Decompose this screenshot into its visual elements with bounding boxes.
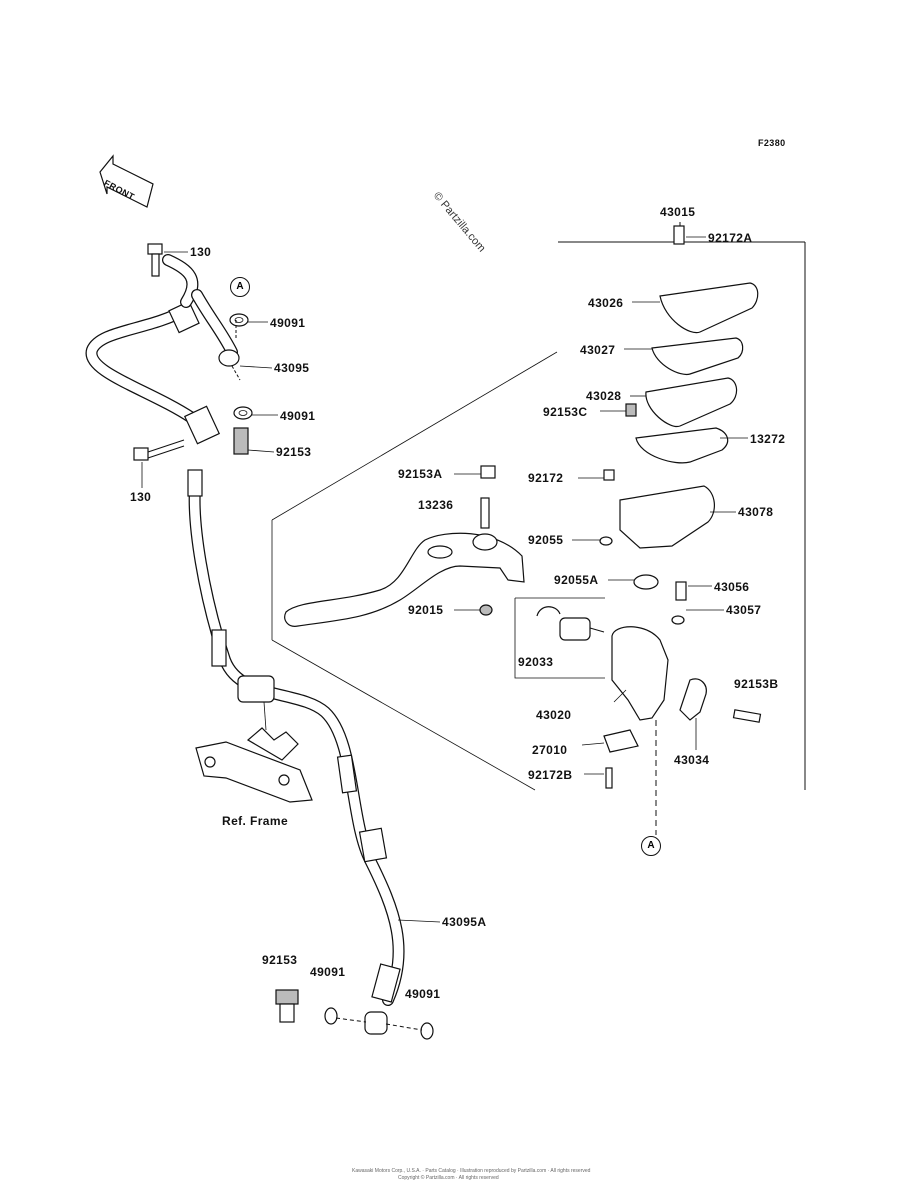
- label-92172: 92172: [528, 471, 564, 485]
- label-92055A: 92055A: [554, 573, 599, 587]
- label-92055: 92055: [528, 533, 564, 547]
- label-43028: 43028: [586, 389, 622, 403]
- bolt-130-bottom: [133, 439, 185, 461]
- clutch-lever: [284, 465, 525, 627]
- label-92153A: 92153A: [398, 467, 443, 481]
- exploded-view-outline: [271, 351, 605, 791]
- label-92153C: 92153C: [543, 405, 588, 419]
- label-49091-mid: 49091: [280, 409, 316, 423]
- label-43015: 43015: [660, 205, 696, 219]
- upper-hose: [85, 254, 238, 445]
- label-13236: 13236: [418, 498, 454, 512]
- label-43056: 43056: [714, 580, 750, 594]
- label-13272: 13272: [750, 432, 786, 446]
- label-49091-bottom-left: 49091: [310, 965, 346, 979]
- label-130-top: 130: [190, 245, 212, 259]
- label-92153B: 92153B: [734, 677, 779, 691]
- label-92015: 92015: [408, 603, 444, 617]
- lower-hose: [187, 469, 405, 1035]
- label-92172B: 92172B: [528, 768, 573, 782]
- reservoir-stack: [599, 225, 759, 549]
- label-43095: 43095: [274, 361, 310, 375]
- bolt-130-top: [147, 243, 163, 277]
- washers-upper: [218, 313, 253, 455]
- marker-a-top: A: [230, 277, 250, 297]
- label-27010: 27010: [532, 743, 568, 757]
- label-92153-top: 92153: [276, 445, 312, 459]
- label-92153-bottom: 92153: [262, 953, 298, 967]
- marker-a-bottom: A: [641, 836, 661, 856]
- label-43027: 43027: [580, 343, 616, 357]
- label-49091-top: 49091: [270, 316, 306, 330]
- push-rod-assembly: [536, 606, 605, 641]
- label-43078: 43078: [738, 505, 774, 519]
- label-43057: 43057: [726, 603, 762, 617]
- master-cylinder-body: [603, 574, 762, 835]
- label-130-bottom: 130: [130, 490, 152, 504]
- lower-banjo-parts: [275, 989, 434, 1040]
- label-43026: 43026: [588, 296, 624, 310]
- footer-line-2: Copyright © Partzilla.com · All rights r…: [398, 1175, 499, 1181]
- label-43034: 43034: [674, 753, 710, 767]
- front-arrow-icon: [99, 154, 154, 208]
- label-43020: 43020: [536, 708, 572, 722]
- leader-lines: [141, 236, 748, 923]
- ref-frame-bracket: [195, 701, 313, 803]
- diagram-code: F2380: [758, 138, 786, 148]
- label-92172A: 92172A: [708, 231, 753, 245]
- label-49091-bottom-right: 49091: [405, 987, 441, 1001]
- ref-frame-label: Ref. Frame: [222, 814, 289, 828]
- footer-line-1: Kawasaki Motors Corp., U.S.A. · Parts Ca…: [352, 1168, 591, 1174]
- label-92033: 92033: [518, 655, 554, 669]
- label-43095A: 43095A: [442, 915, 487, 929]
